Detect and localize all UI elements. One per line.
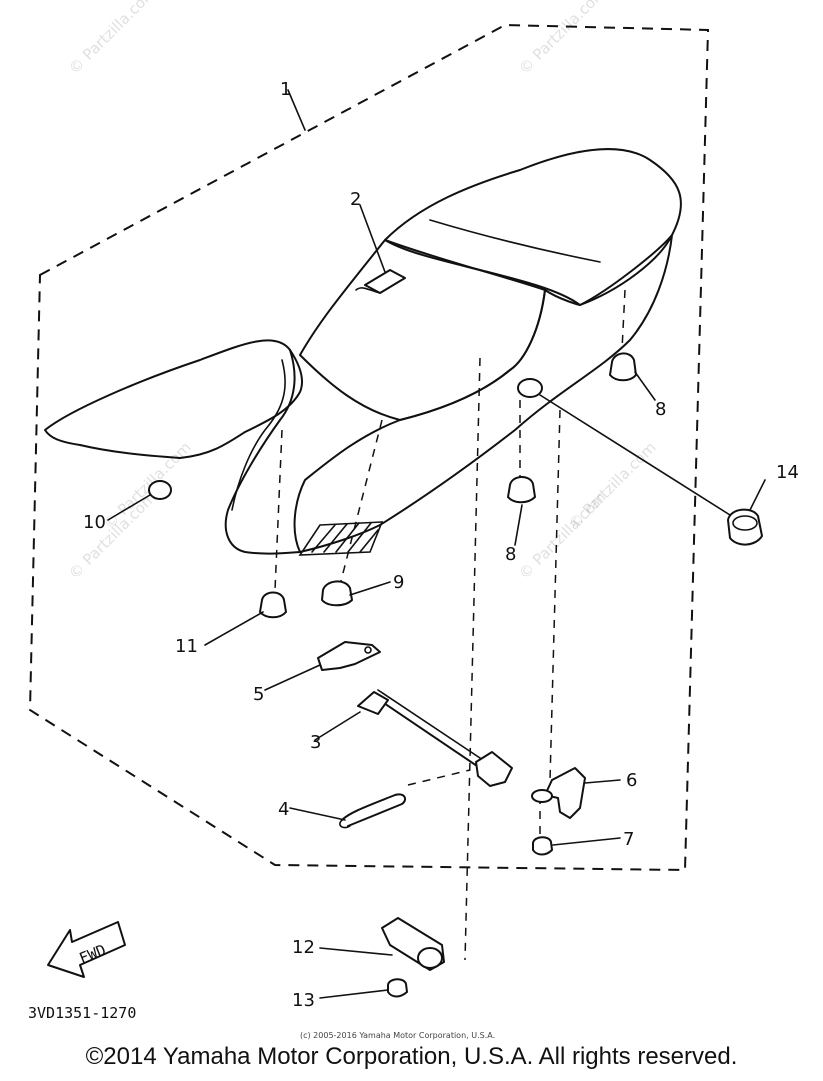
watermark-top-right: © Partzilla.com	[515, 0, 610, 78]
seat-strap-bracket	[364, 269, 406, 294]
nut-13	[387, 978, 408, 998]
callout-12: 12	[292, 937, 315, 958]
watermark-top-left: © Partzilla.com	[65, 0, 160, 78]
callout-3: 3	[310, 732, 321, 753]
damper-8-upper	[609, 352, 637, 382]
watermark-right: © Partzilla.com	[565, 438, 660, 533]
seat-side	[293, 234, 673, 553]
diagram-code: 3VD1351-1270	[28, 1004, 136, 1022]
spring-4-hook	[339, 819, 351, 829]
damper-10	[148, 480, 172, 500]
fwd-arrow: FWD	[47, 921, 126, 978]
callout-8-lower: 8	[505, 544, 516, 565]
callout-13: 13	[292, 990, 315, 1011]
leader-lines	[107, 89, 766, 999]
callout-9: 9	[393, 572, 404, 593]
callout-4: 4	[278, 799, 289, 820]
spring-4	[341, 793, 407, 827]
callout-7: 7	[623, 829, 634, 850]
seat-lock-hole	[517, 378, 543, 398]
footer-copyright: ©2014 Yamaha Motor Corporation, U.S.A. A…	[85, 1043, 738, 1070]
damper-11	[259, 591, 287, 619]
assembly-boundary	[28, 23, 710, 872]
lock-rod-3-end	[357, 691, 389, 715]
bracket-5-hole	[364, 646, 372, 654]
callout-8-upper: 8	[655, 399, 666, 420]
seat-rear-top	[384, 148, 682, 306]
callout-1: 1	[280, 79, 291, 100]
damper-8-lower	[507, 476, 536, 504]
callout-14: 14	[776, 462, 799, 483]
lock-rod-3-b	[377, 689, 487, 763]
callout-5: 5	[253, 684, 264, 705]
callouts: 1 2 3 4 5 6 7 8 8 9 10 11 12 13 14	[83, 79, 799, 1011]
seat-rear-crease	[429, 219, 601, 263]
seat-lock-12-cyl	[417, 947, 443, 969]
seat-front-cowl	[44, 339, 303, 459]
seat-cowl-inner	[231, 359, 286, 511]
seat-front-top	[299, 239, 546, 421]
lock-cover-14	[727, 508, 763, 546]
watermark-mid-left: © Partzilla.com	[65, 488, 160, 583]
seat-cowl-lip	[224, 349, 301, 555]
damper-9	[321, 580, 353, 607]
seat-strap-edge	[355, 287, 381, 294]
lock-mechanism	[475, 751, 513, 787]
parts	[148, 352, 763, 998]
watermark-mid-center: © Partzilla.com	[100, 438, 195, 533]
lock-cover-14-rim	[732, 515, 758, 531]
callout-11: 11	[175, 636, 198, 657]
callout-10: 10	[83, 512, 106, 533]
seat-label-hatch	[311, 522, 379, 553]
callout-2: 2	[350, 189, 361, 210]
bracket-5	[317, 641, 381, 671]
seat-label-area	[298, 521, 384, 556]
locating-lines	[274, 289, 626, 961]
washer-6	[531, 789, 553, 803]
lock-rod-3	[371, 694, 481, 769]
small-copyright: (c) 2005-2016 Yamaha Motor Corporation, …	[300, 1031, 495, 1040]
callout-6: 6	[626, 770, 637, 791]
nut-7	[532, 836, 553, 856]
fwd-arrow-outline	[47, 921, 126, 978]
